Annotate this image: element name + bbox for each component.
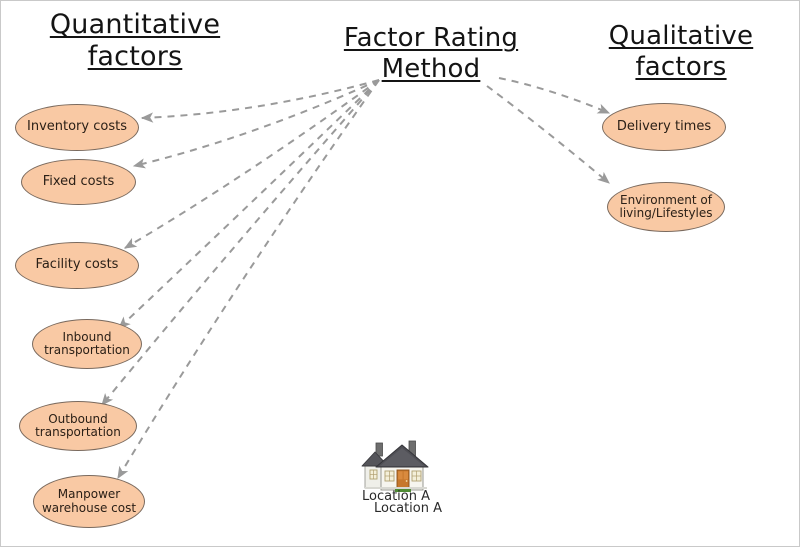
edge-to-quantitative-4 xyxy=(101,79,380,406)
node-qualitative-0[interactable]: Delivery times xyxy=(602,103,726,151)
heading-qualitative-factors: Qualitative factors xyxy=(561,21,799,82)
node-qualitative-label: Environment of living/Lifestyles xyxy=(619,192,713,220)
location-caption-duplicate: Location A xyxy=(373,501,442,516)
node-quantitative-label: Fixed costs xyxy=(42,173,115,189)
location-marker: Location A Location A xyxy=(353,434,442,540)
node-quantitative-5[interactable]: Manpower warehouse cost xyxy=(33,475,145,528)
edge-to-quantitative-1 xyxy=(132,79,380,169)
edge-to-quantitative-0 xyxy=(140,79,380,123)
edges xyxy=(101,77,611,480)
node-quantitative-label: Inventory costs xyxy=(27,119,127,135)
node-quantitative-0[interactable]: Inventory costs xyxy=(15,104,139,151)
node-quantitative-1[interactable]: Fixed costs xyxy=(21,159,136,205)
location-caption-primary: Location A xyxy=(361,489,430,504)
node-quantitative-label: Outbound transportation xyxy=(35,411,121,439)
heading-center-line2: Method xyxy=(381,53,481,84)
heading-factor-rating-method: Factor Rating Method xyxy=(281,23,581,84)
heading-qualitative-line2: factors xyxy=(635,51,727,82)
node-quantitative-2[interactable]: Facility costs xyxy=(15,242,139,289)
node-qualitative-1[interactable]: Environment of living/Lifestyles xyxy=(607,182,725,232)
node-quantitative-3[interactable]: Inbound transportation xyxy=(32,319,142,369)
heading-quantitative-factors: Quantitative factors xyxy=(1,9,269,73)
heading-center-line1: Factor Rating xyxy=(343,23,519,53)
heading-quantitative-line1: Quantitative xyxy=(49,9,221,40)
edge-to-quantitative-5 xyxy=(117,79,380,480)
edge-to-quantitative-2 xyxy=(123,79,380,249)
node-quantitative-label: Facility costs xyxy=(35,257,119,273)
node-quantitative-label: Inbound transportation xyxy=(44,329,130,357)
house-icon xyxy=(361,440,429,492)
heading-qualitative-line1: Qualitative xyxy=(608,21,754,51)
edge-to-qualitative-1 xyxy=(486,85,610,184)
node-quantitative-4[interactable]: Outbound transportation xyxy=(19,401,137,451)
node-qualitative-label: Delivery times xyxy=(616,118,712,134)
node-quantitative-label: Manpower warehouse cost xyxy=(41,487,137,515)
edge-to-quantitative-3 xyxy=(118,79,380,329)
heading-quantitative-line2: factors xyxy=(87,40,183,72)
